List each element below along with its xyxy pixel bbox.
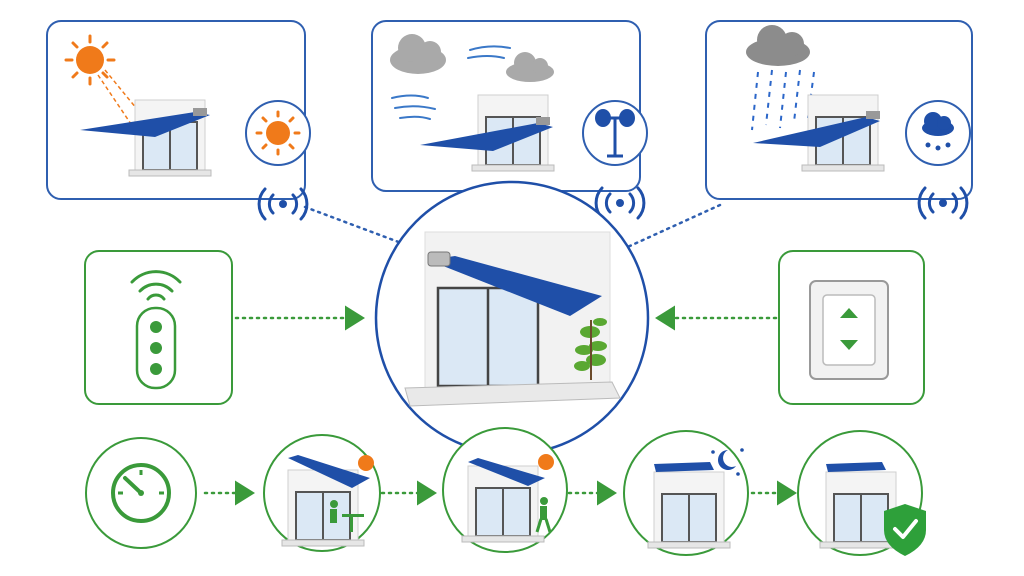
clock-icon — [111, 463, 171, 523]
signal-icon — [257, 187, 309, 221]
awning-house — [753, 94, 885, 172]
up-down-switch-icon — [809, 280, 889, 380]
sun-sensor-panel — [46, 20, 311, 200]
awning-house — [420, 94, 555, 172]
person-at-table-icon — [330, 500, 364, 532]
schedule-sequence — [85, 427, 926, 556]
wind-sensor-panel — [371, 20, 648, 192]
extended-sun-walking-step — [442, 427, 568, 553]
walking-person-icon — [535, 497, 552, 533]
awning-house — [80, 99, 212, 177]
central-awning-hub — [374, 180, 650, 456]
remote-control-icon — [135, 306, 177, 390]
sun-icon — [538, 454, 554, 470]
timer-step — [85, 437, 197, 549]
signal-icon — [594, 186, 646, 220]
remote-signal-icon — [130, 270, 182, 301]
remote-control-panel — [84, 250, 365, 405]
rain-sensor-icon — [905, 100, 971, 166]
anemometer-icon — [582, 100, 648, 166]
up-arrow-icon — [840, 308, 858, 318]
down-arrow-icon — [840, 340, 858, 350]
sun-icon — [358, 455, 374, 471]
retracted-secured-step — [797, 430, 926, 556]
rain-cloud-icon — [746, 25, 815, 131]
retracted-night-step — [623, 430, 749, 556]
sun-sensor-icon — [245, 100, 311, 166]
rain-sensor-panel — [705, 20, 973, 200]
check-shield-icon — [884, 504, 926, 556]
wall-switch-panel — [655, 250, 925, 405]
moon-stars-icon — [711, 448, 744, 476]
plant-icon — [574, 318, 607, 380]
signal-icon — [917, 186, 969, 220]
cloud-icon — [390, 34, 554, 82]
wind-gust-icon — [391, 45, 511, 120]
extended-sun-seated-step — [263, 434, 381, 552]
